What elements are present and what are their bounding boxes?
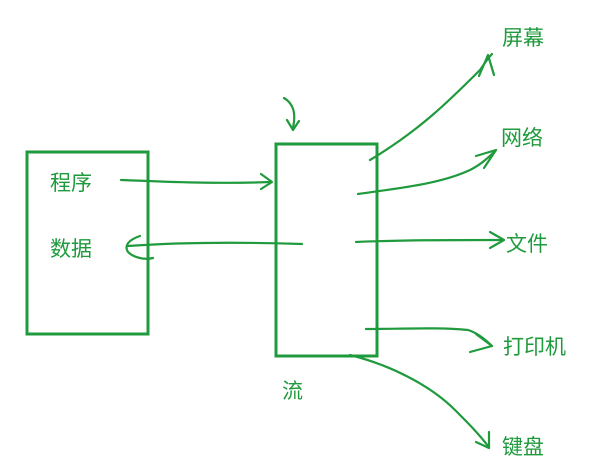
stream-to-network-arrow: [356, 148, 498, 196]
data-label: 数据: [50, 237, 92, 261]
target-screen-label: 屏幕: [502, 26, 544, 50]
program-label: 程序: [50, 171, 92, 195]
stream-to-data-arrow: [125, 234, 304, 260]
target-keyboard-label: 键盘: [502, 435, 544, 459]
stream-to-file-arrow: [354, 230, 506, 250]
stream-indicator-arrow: [282, 96, 301, 132]
stream-label: 流: [282, 379, 303, 403]
target-network-label: 网络: [501, 126, 543, 150]
stream-to-keyboard-arrow: [348, 353, 491, 450]
stream-to-printer-arrow: [364, 327, 494, 354]
target-file-label: 文件: [506, 232, 548, 256]
program-to-stream-arrow: [119, 172, 274, 191]
stream-to-screen-arrow: [368, 52, 496, 162]
target-printer-label: 打印机: [503, 335, 566, 359]
stream-box: [274, 142, 379, 358]
program-data-box: [25, 150, 150, 336]
